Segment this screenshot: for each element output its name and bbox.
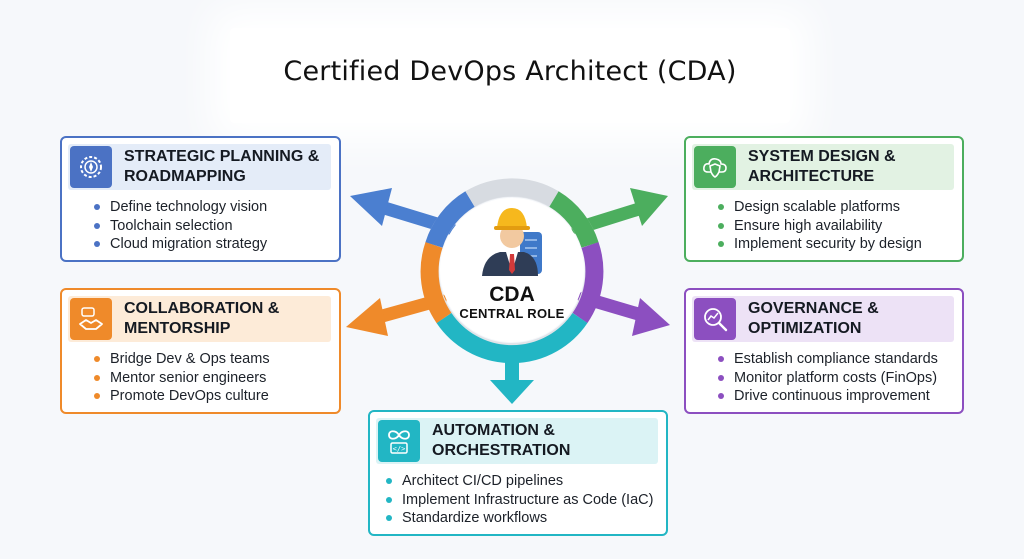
- list-item: Implement security by design: [716, 235, 922, 254]
- list-item: Design scalable platforms: [716, 198, 922, 217]
- list-item: Monitor platform costs (FinOps): [716, 369, 938, 388]
- card-collaboration: COLLABORATION & MENTORSHIP Bridge Dev & …: [60, 288, 341, 414]
- card-automation: </> AUTOMATION & ORCHESTRATION Architect…: [368, 410, 668, 536]
- list-item: Mentor senior engineers: [92, 369, 270, 388]
- list-item: Cloud migration strategy: [92, 235, 267, 254]
- card-list: Define technology vision Toolchain selec…: [92, 198, 267, 254]
- card-title: SYSTEM DESIGN & ARCHITECTURE: [748, 148, 896, 185]
- handshake-icon: [70, 298, 112, 340]
- center-sublabel: CENTRAL ROLE: [459, 306, 565, 321]
- card-title: STRATEGIC PLANNING & ROADMAPPING: [124, 148, 320, 185]
- list-item: Toolchain selection: [92, 217, 267, 236]
- card-header: </> AUTOMATION & ORCHESTRATION: [376, 418, 658, 464]
- list-item: Architect CI/CD pipelines: [384, 472, 653, 491]
- list-item: Promote DevOps culture: [92, 387, 270, 406]
- architect-avatar-icon: [482, 208, 542, 276]
- card-title: AUTOMATION & ORCHESTRATION: [432, 422, 571, 459]
- card-list: Bridge Dev & Ops teams Mentor senior eng…: [92, 350, 270, 406]
- magnifier-chart-icon: [694, 298, 736, 340]
- card-header: COLLABORATION & MENTORSHIP: [68, 296, 331, 342]
- card-title: GOVERNANCE & OPTIMIZATION: [748, 300, 879, 337]
- card-list: Design scalable platforms Ensure high av…: [716, 198, 922, 254]
- arrow-system: [571, 188, 668, 235]
- list-item: Drive continuous improvement: [716, 387, 938, 406]
- arrow-automation: [490, 353, 534, 404]
- list-item: Standardize workflows: [384, 509, 653, 528]
- list-item: Define technology vision: [92, 198, 267, 217]
- card-header: STRATEGIC PLANNING & ROADMAPPING: [68, 144, 331, 190]
- card-list: Establish compliance standards Monitor p…: [716, 350, 938, 406]
- card-header: GOVERNANCE & OPTIMIZATION: [692, 296, 954, 342]
- cloud-shield-icon: [694, 146, 736, 188]
- list-item: Ensure high availability: [716, 217, 922, 236]
- card-title: COLLABORATION & MENTORSHIP: [124, 300, 280, 337]
- page-title: Certified DevOps Architect (CDA): [283, 56, 737, 87]
- center-label: CDA: [489, 283, 535, 306]
- card-header: SYSTEM DESIGN & ARCHITECTURE: [692, 144, 954, 190]
- title-panel: Certified DevOps Architect (CDA): [230, 28, 790, 123]
- svg-text:</>: </>: [393, 445, 406, 453]
- list-item: Implement Infrastructure as Code (IaC): [384, 491, 653, 510]
- list-item: Establish compliance standards: [716, 350, 938, 369]
- gear-compass-icon: [70, 146, 112, 188]
- card-governance: GOVERNANCE & OPTIMIZATION Establish comp…: [684, 288, 964, 414]
- infinity-code-icon: </>: [378, 420, 420, 462]
- card-system-design: SYSTEM DESIGN & ARCHITECTURE Design scal…: [684, 136, 964, 262]
- list-item: Bridge Dev & Ops teams: [92, 350, 270, 369]
- card-strategic-planning: STRATEGIC PLANNING & ROADMAPPING Define …: [60, 136, 341, 262]
- card-list: Architect CI/CD pipelines Implement Infr…: [384, 472, 653, 528]
